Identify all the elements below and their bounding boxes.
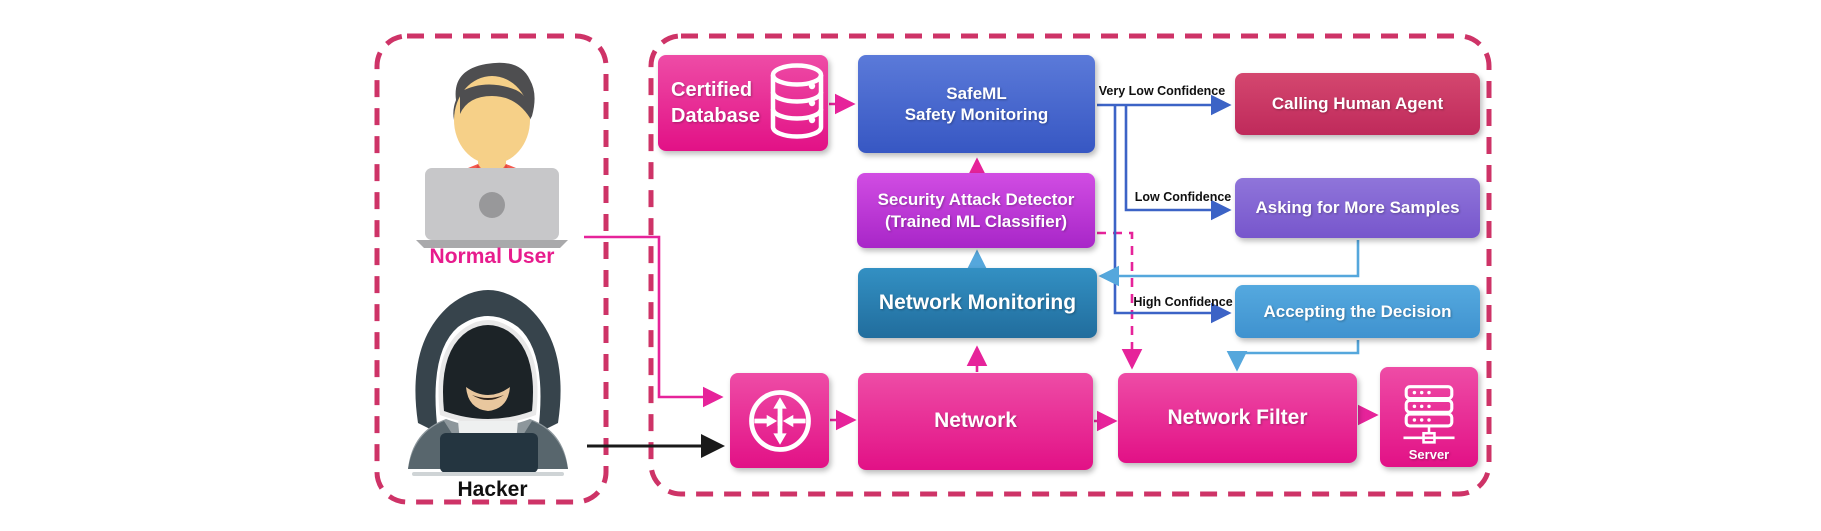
safeml-line2: Safety Monitoring bbox=[904, 105, 1049, 124]
edge-detector-to-filter-dashed bbox=[1097, 231, 1143, 370]
network-filter-node: Network Filter bbox=[1118, 373, 1357, 463]
certified-database-node: Certified Database bbox=[658, 55, 828, 151]
system-group-border bbox=[648, 33, 1492, 497]
edge-normal-user-to-router bbox=[584, 235, 724, 408]
network-filter-label: Network Filter bbox=[1167, 405, 1308, 429]
accepting-decision-label: Accepting the Decision bbox=[1263, 301, 1452, 321]
edge-label-low-confidence: Low Confidence bbox=[1134, 190, 1232, 204]
hacker-label: Hacker bbox=[457, 478, 528, 501]
safeml-node: SafeML Safety Monitoring bbox=[858, 55, 1095, 153]
safeml-line1: SafeML bbox=[946, 83, 1007, 103]
asking-more-samples-node: Asking for More Samples bbox=[1235, 178, 1480, 238]
person-at-laptop-icon bbox=[416, 62, 568, 248]
server-icon bbox=[1403, 384, 1455, 444]
edge-label-high-confidence: High Confidence bbox=[1133, 295, 1233, 309]
certified-database-line2: Database bbox=[671, 105, 760, 127]
certified-database-line1: Certified bbox=[671, 79, 753, 101]
edge-label-very-low-confidence: Very Low Confidence bbox=[1098, 84, 1226, 98]
edge-safeml-to-asking-more-samples bbox=[1124, 105, 1232, 221]
attack-detector-line2: (Trained ML Classifier) bbox=[884, 211, 1067, 231]
edge-accepting-to-network-filter bbox=[1226, 340, 1360, 372]
security-attack-detector-node: Security Attack Detector (Trained ML Cla… bbox=[857, 173, 1095, 248]
router-node bbox=[730, 373, 829, 468]
server-node: Server bbox=[1380, 367, 1478, 467]
calling-human-agent-node: Calling Human Agent bbox=[1235, 73, 1480, 135]
users-group-border bbox=[374, 33, 609, 505]
edge-asking-return-to-monitoring bbox=[1098, 240, 1360, 287]
asking-more-samples-label: Asking for More Samples bbox=[1255, 198, 1460, 218]
normal-user-label: Normal User bbox=[429, 245, 555, 268]
network-monitoring-node: Network Monitoring bbox=[858, 268, 1097, 338]
attack-detector-line1: Security Attack Detector bbox=[877, 190, 1075, 210]
network-label: Network bbox=[934, 409, 1017, 433]
server-label: Server bbox=[1408, 446, 1450, 462]
edge-safeml-to-accepting-decision bbox=[1113, 105, 1232, 324]
network-monitoring-label: Network Monitoring bbox=[878, 290, 1077, 314]
calling-human-agent-label: Calling Human Agent bbox=[1271, 94, 1444, 114]
database-icon bbox=[770, 63, 824, 139]
hooded-hacker-icon bbox=[408, 290, 568, 476]
accepting-decision-node: Accepting the Decision bbox=[1235, 285, 1480, 338]
network-node: Network bbox=[858, 373, 1093, 470]
router-icon bbox=[748, 389, 811, 452]
